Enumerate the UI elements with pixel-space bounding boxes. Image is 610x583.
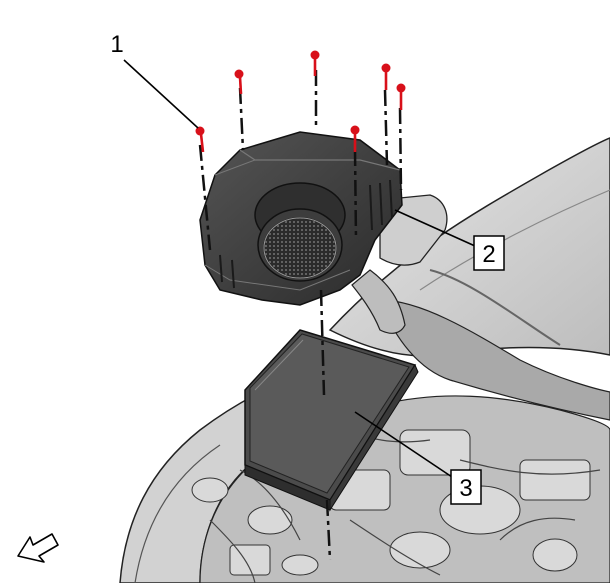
bolt	[350, 125, 360, 152]
bolt	[195, 126, 205, 153]
callout-1-label: 1	[110, 31, 123, 58]
air-filter-element	[244, 329, 419, 512]
duct-lower	[351, 269, 406, 334]
bolt	[396, 83, 406, 110]
callout-1: 1	[110, 31, 123, 58]
maf-sensor-tube	[254, 182, 346, 282]
bolt-set	[195, 50, 406, 153]
bolt	[310, 50, 320, 76]
callout-2-label: 2	[482, 241, 495, 268]
front-direction-arrow-icon	[17, 533, 59, 563]
callout-3-label: 3	[459, 475, 472, 502]
air-cleaner-cover	[199, 131, 403, 306]
callout-2: 2	[473, 235, 505, 271]
alignment-lines	[198, 70, 403, 561]
callout-3: 3	[450, 469, 482, 505]
cowl	[379, 299, 610, 421]
bolt	[381, 63, 391, 90]
leader-lines	[123, 59, 476, 478]
bolt	[234, 69, 244, 95]
